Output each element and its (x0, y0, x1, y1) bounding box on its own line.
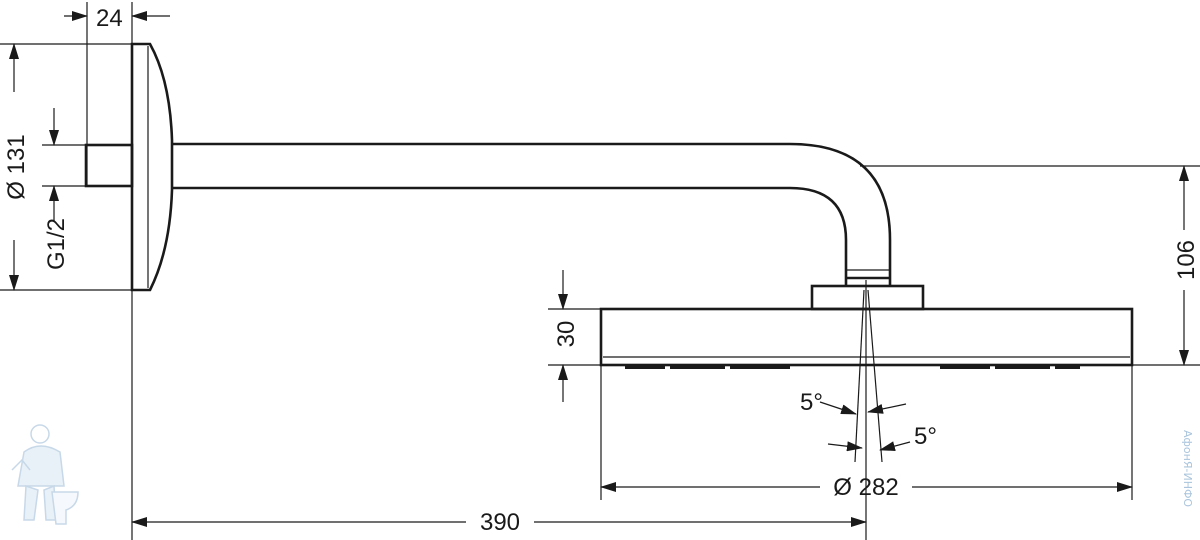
dim-head-height: 30 (553, 321, 580, 348)
dim-angle-left: 5° (800, 389, 823, 416)
thread-connector (84, 143, 134, 188)
dim-projection: 390 (480, 509, 520, 536)
dim-head-diameter: Ø 282 (833, 474, 898, 501)
watermark-text: АфонЯ-ИНФО (1181, 430, 1194, 507)
shower-arm (172, 142, 892, 278)
dim-arm-drop: 106 (1173, 240, 1200, 280)
dim-flange-depth: 24 (96, 5, 123, 32)
arm-joint (810, 284, 925, 311)
shower-part-outline (84, 42, 1134, 369)
dim-flange-diameter: Ø 131 (3, 134, 30, 199)
dim-angle-right: 5° (914, 423, 937, 450)
wall-flange (130, 42, 174, 292)
plumber-logo (11, 424, 79, 525)
nozzle-row (625, 365, 1080, 369)
dim-thread: G1/2 (43, 218, 70, 270)
